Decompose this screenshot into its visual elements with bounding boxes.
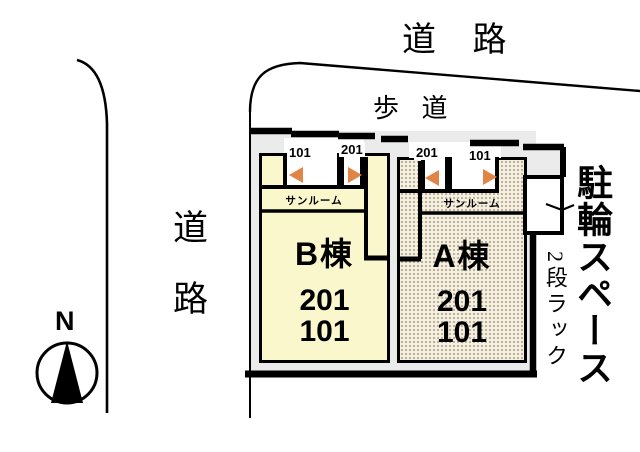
building-b-unit-101: 101: [299, 315, 350, 348]
sidewalk-label: 歩 道: [373, 94, 448, 123]
left-road-line: [76, 58, 109, 413]
bike-rack-label: 2段ラック: [543, 251, 568, 370]
building-b-sunroom-label: サンルーム: [285, 195, 343, 207]
building-a-bay-right-unit: 101: [467, 148, 493, 163]
top-road-label: 道 路: [402, 22, 508, 59]
building-b-bay-left-unit: 101: [287, 145, 313, 160]
entrance-arrow-right-icon: [483, 169, 497, 185]
plot-interior-top-right: [534, 144, 563, 177]
building-b-name: B棟: [294, 236, 355, 272]
entrance-arrow-left-icon: [425, 170, 439, 186]
building-a-unit-201: 201: [436, 285, 488, 318]
entrance-arrow-right-icon: [348, 167, 362, 183]
building-b-units: 201 101: [259, 285, 390, 347]
bike-parking-area: [523, 175, 564, 235]
building-a-bay-post: [445, 157, 452, 193]
compass-icon: [35, 341, 99, 405]
compass-north-label: N: [55, 306, 75, 336]
building-a-name: A棟: [432, 238, 492, 274]
building-b-unit-201: 201: [299, 284, 350, 317]
left-road-label: 道路: [168, 209, 207, 351]
building-a-sunroom-label: サンルーム: [443, 198, 501, 210]
building-b-bay-post: [337, 153, 344, 189]
building-a-bay-left-unit: 201: [414, 145, 440, 160]
building-a-unit-101: 101: [436, 316, 488, 349]
bike-space-label: 駐輪スペース: [572, 164, 613, 386]
entrance-arrow-left-icon: [289, 167, 303, 183]
building-a-units: 201 101: [397, 286, 527, 348]
building-b-bay-right-unit: 201: [339, 142, 365, 157]
